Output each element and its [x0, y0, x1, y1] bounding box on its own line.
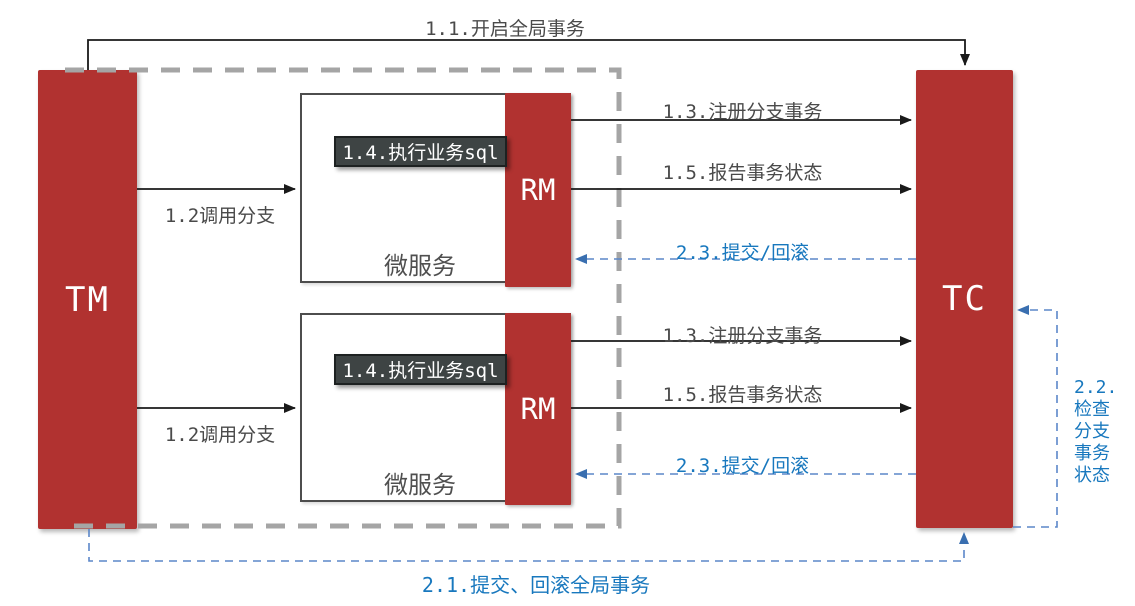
- label-step-1-2-second: 1.2调用分支: [164, 424, 276, 446]
- tm-actor-bar: TM: [38, 70, 137, 529]
- arrow-2-1-global-commit-rollback: [88, 529, 969, 562]
- label-step-2-1: 2.1.提交、回滚全局事务: [421, 573, 651, 597]
- label-step-1-2-first: 1.2调用分支: [164, 205, 276, 227]
- label-step-1-1: 1.1.开启全局事务: [425, 18, 585, 40]
- microservice-label-2: 微服务: [384, 471, 456, 499]
- tm-label: TM: [65, 279, 110, 320]
- tc-label: TC: [942, 279, 987, 319]
- exec-business-sql-badge-2: 1.4.执行业务sql: [334, 354, 507, 385]
- label-step-2-2: 2.2. 检查 分支 事务 状态: [1074, 377, 1134, 487]
- arrow-2-2-check-branch-status: [1013, 305, 1058, 528]
- label-step-2-3-second: 2.3.提交/回滚: [675, 455, 810, 477]
- rm-label: RM: [520, 173, 556, 207]
- label-step-2-2-line: 分支: [1074, 421, 1110, 442]
- tc-actor-bar: TC: [916, 70, 1013, 528]
- label-step-2-3-first: 2.3.提交/回滚: [675, 242, 810, 264]
- label-step-2-2-line: 事务: [1074, 443, 1110, 464]
- label-step-2-2-line: 检查: [1074, 399, 1110, 420]
- label-step-1-5-first: 1.5.报告事务状态: [662, 162, 823, 184]
- label-step-2-2-line: 2.2.: [1074, 377, 1118, 398]
- label-step-1-3-first: 1.3.注册分支事务: [662, 101, 823, 123]
- label-step-1-5-second: 1.5.报告事务状态: [662, 384, 823, 406]
- arrow-1-1-begin-global-tx: [87, 39, 970, 70]
- microservice-label-1: 微服务: [384, 252, 456, 280]
- rm-label: RM: [520, 392, 556, 426]
- label-step-1-3-second: 1.3.注册分支事务: [662, 325, 823, 347]
- label-step-2-2-line: 状态: [1074, 465, 1110, 486]
- exec-business-sql-badge-1: 1.4.执行业务sql: [334, 136, 507, 167]
